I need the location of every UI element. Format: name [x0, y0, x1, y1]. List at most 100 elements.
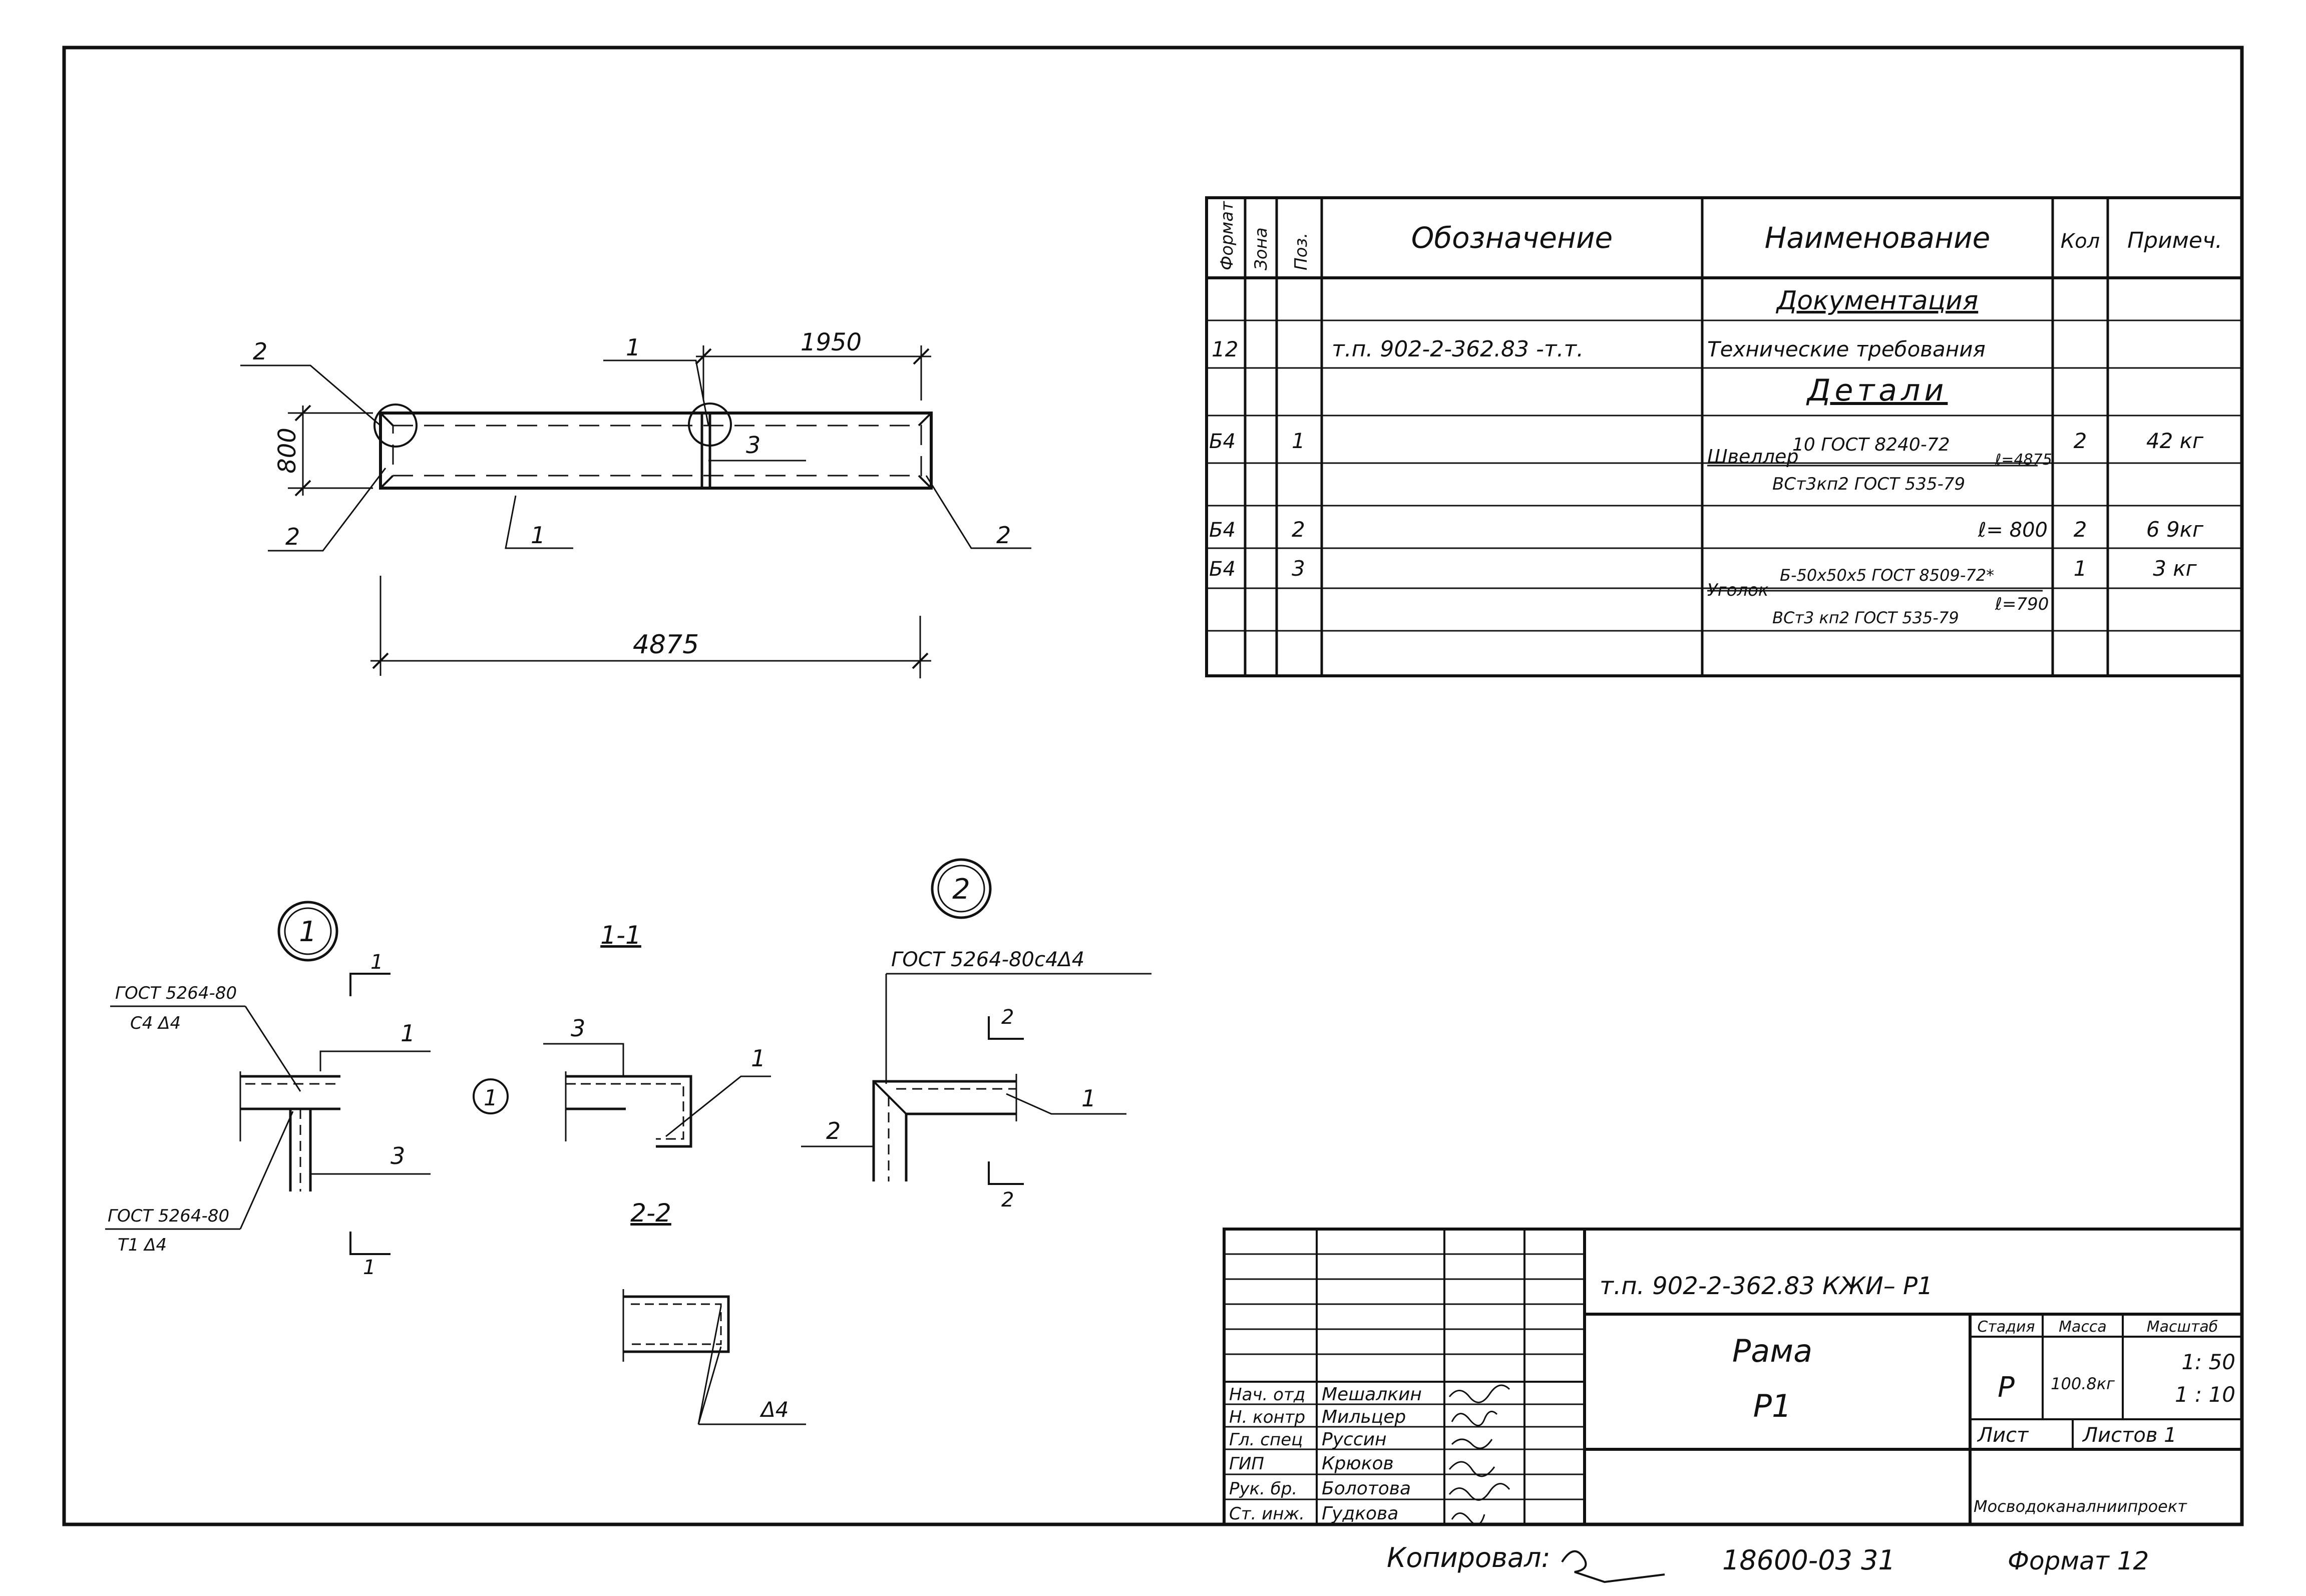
- frame-plan-view: 4875 800 1950 2 1 3 2 1 2: [240, 328, 1031, 678]
- section-2-2-label: 2-2: [630, 1199, 671, 1228]
- callout-1-bottom: 1: [531, 522, 545, 549]
- section-1-1-part-1: 1: [751, 1045, 765, 1072]
- copied-label: Копировал:: [1387, 1542, 1551, 1573]
- row2-pos: 1: [1292, 429, 1305, 453]
- mass-label: Масса: [2059, 1318, 2107, 1336]
- section-2-2: 2-2 Δ4: [622, 1199, 806, 1425]
- person-6: Гудкова: [1322, 1503, 1398, 1524]
- scale-label: Масштаб: [2147, 1318, 2218, 1336]
- scale-value-2: 1 : 10: [2175, 1382, 2235, 1407]
- footer: Копировал: 18600-03 31 Формат 12: [1387, 1542, 2149, 1583]
- node2-part-2: 2: [826, 1117, 841, 1144]
- drawing-title-line2: Р1: [1753, 1388, 1792, 1424]
- detail-marker-2: [373, 404, 418, 448]
- node1-part-1: 1: [401, 1020, 415, 1047]
- node2-part-1: 1: [1081, 1085, 1096, 1112]
- cut-mark-2-bottom: 2: [1001, 1188, 1014, 1212]
- person-1: Мешалкин: [1322, 1384, 1422, 1405]
- section-1-1-label: 1-1: [600, 921, 641, 950]
- row4-name-top: Б-50х50х5 ГОСТ 8509-72*: [1780, 566, 1994, 585]
- header-name: Наименование: [1765, 221, 1991, 255]
- sheet-border: [62, 46, 2244, 1526]
- section-1-1: 1-1 1 3 1: [473, 921, 771, 1148]
- header-qty: Кол: [2061, 230, 2100, 253]
- row4-format: Б4: [1209, 558, 1236, 581]
- header-format: Формат: [1217, 201, 1237, 270]
- row3-length: ℓ= 800: [1978, 519, 2048, 542]
- document-code: т.п. 902-2-362.83 КЖИ– Р1: [1600, 1272, 1933, 1300]
- person-3: Руссин: [1322, 1429, 1387, 1450]
- row1-designation: т.п. 902-2-362.83 -т.т.: [1332, 336, 1584, 362]
- stage-value: Р: [1998, 1371, 2015, 1404]
- section-details: Детали: [1806, 373, 1948, 408]
- weld-bottom-label-2: Т1 Δ4: [118, 1235, 167, 1255]
- signatures: [1448, 1384, 1510, 1525]
- person-5: Болотова: [1322, 1478, 1411, 1499]
- row2-format: Б4: [1209, 430, 1236, 453]
- row4-pos: 3: [1292, 556, 1305, 581]
- weld-top-label-1: ГОСТ 5264-80: [115, 983, 237, 1003]
- format-label: Формат 12: [2008, 1546, 2149, 1575]
- dimension-offset: 1950: [801, 328, 862, 356]
- node1-number: 1: [299, 916, 317, 948]
- row3-pos: 2: [1292, 517, 1305, 542]
- header-note: Примеч.: [2127, 228, 2222, 253]
- cut-mark-2-top: 2: [1001, 1006, 1014, 1029]
- person-4: Крюков: [1322, 1453, 1394, 1474]
- node2-number: 2: [952, 873, 970, 906]
- scale-value-1: 1: 50: [2181, 1350, 2235, 1374]
- sheets-label: Листов 1: [2082, 1424, 2177, 1447]
- copier-signature: [1561, 1550, 1665, 1583]
- title-block: Нач. отд Мешалкин Н. контр Мильцер Гл. с…: [1223, 1228, 2243, 1526]
- row2-qty: 2: [2074, 429, 2087, 453]
- row2-length: ℓ=4875: [1995, 451, 2052, 469]
- mass-value: 100.8кг: [2051, 1374, 2115, 1393]
- detail-node-2: 2 ГОСТ 5264-80с4Δ4 2 1 2 2: [801, 858, 1151, 1212]
- row1-name: Технические требования: [1707, 337, 1986, 361]
- detail-node-1: 1 ГОСТ 5264-80 С4 Δ4 1 3 1 1 ГОСТ 5264-8…: [105, 901, 431, 1279]
- callout-2-right: 2: [996, 522, 1011, 549]
- weld-node2-label: ГОСТ 5264-80с4Δ4: [891, 948, 1084, 971]
- person-2: Мильцер: [1322, 1407, 1406, 1427]
- archive-number: 18600-03 31: [1722, 1544, 1895, 1576]
- sheet-label: Лист: [1977, 1424, 2029, 1447]
- section-documentation: Документация: [1776, 286, 1978, 316]
- weld-leg-label: Δ4: [759, 1397, 789, 1422]
- node1-part-3: 3: [391, 1142, 405, 1169]
- header-position: Поз.: [1291, 233, 1311, 270]
- header-designation: Обозначение: [1411, 221, 1613, 255]
- row2-name-bottom: ВСт3кп2 ГОСТ 535-79: [1772, 474, 1965, 494]
- detail-marker-1: [688, 403, 732, 447]
- weld-bottom-label-1: ГОСТ 5264-80: [108, 1206, 229, 1226]
- section-1-1-part-3: 3: [571, 1015, 585, 1042]
- frame-outline: [379, 412, 933, 490]
- weld-top-label-2: С4 Δ4: [130, 1013, 181, 1033]
- dimension-width: 4875: [633, 630, 699, 660]
- row4-name-bottom: ВСт3 кп2 ГОСТ 535-79: [1772, 608, 1959, 627]
- row3-qty: 2: [2074, 517, 2087, 542]
- row4-qty: 1: [2074, 556, 2087, 581]
- row1-format: 12: [1212, 337, 1238, 361]
- header-zone: Зона: [1251, 227, 1271, 270]
- row2-name-prefix: Швеллер: [1707, 446, 1799, 468]
- stage-label: Стадия: [1977, 1318, 2035, 1336]
- callout-3: 3: [746, 432, 760, 459]
- role-1: Нач. отд: [1229, 1385, 1305, 1405]
- section-node-ref: 1: [484, 1085, 498, 1111]
- dimension-height: 800: [273, 428, 301, 474]
- drawing-title-line1: Рама: [1732, 1333, 1812, 1369]
- cut-mark-1-bottom: 1: [363, 1256, 375, 1279]
- row3-format: Б4: [1209, 519, 1236, 542]
- cut-mark-1-top: 1: [370, 951, 383, 974]
- role-3: Гл. спец: [1229, 1430, 1303, 1450]
- row2-note: 42 кг: [2146, 429, 2204, 453]
- role-4: ГИП: [1229, 1454, 1264, 1474]
- callout-2-bottom-left: 2: [285, 523, 300, 550]
- row2-name-top: 10 ГОСТ 8240-72: [1792, 435, 1950, 455]
- callout-2-top-left: 2: [253, 338, 267, 365]
- row3-note: 6 9кг: [2146, 517, 2204, 542]
- role-5: Рук. бр.: [1229, 1479, 1297, 1499]
- specification-table: Формат Зона Поз. Обозначение Наименовани…: [1205, 196, 2243, 677]
- role-2: Н. контр: [1229, 1407, 1305, 1427]
